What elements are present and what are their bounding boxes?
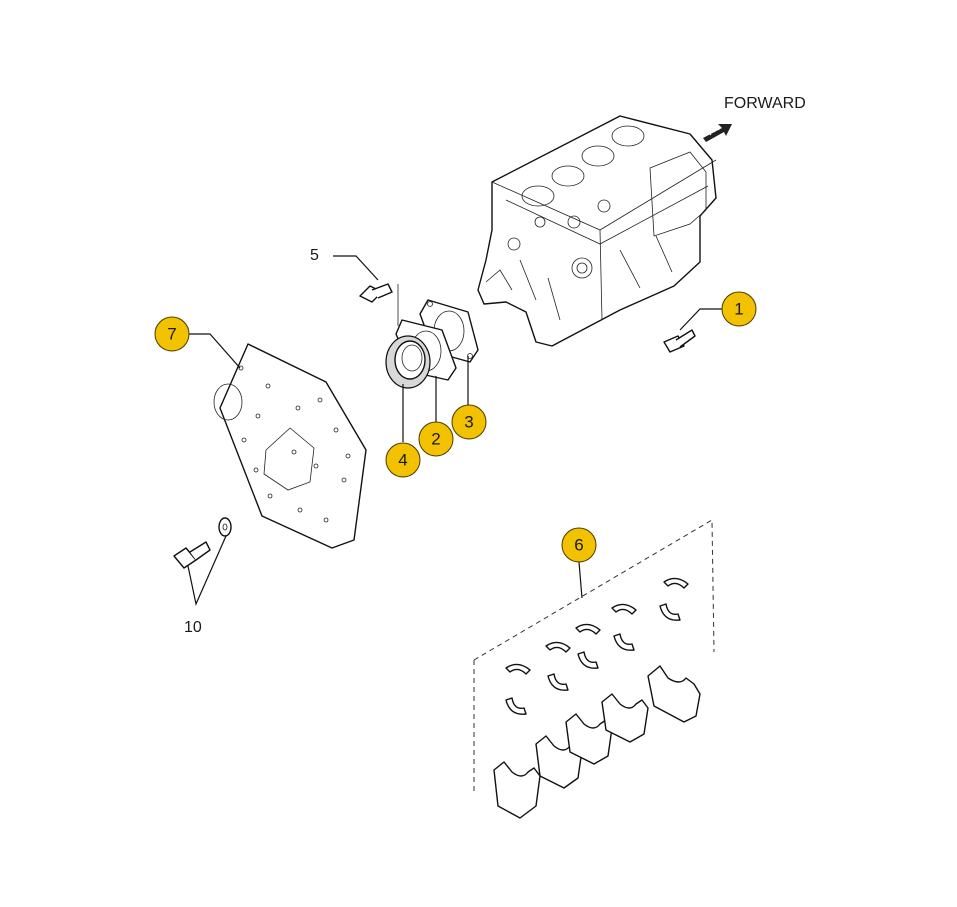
bolt-10 [173,541,211,569]
callout-7[interactable]: 7 [154,316,241,369]
svg-text:4: 4 [398,451,407,470]
bolt-5 [359,283,399,326]
bearing-shells [505,577,689,715]
bearing-caps [493,665,701,819]
callout-2[interactable]: 2 [418,376,454,457]
oil-seal [385,335,431,389]
bearing-set-frame [473,519,715,792]
callout-4[interactable]: 4 [385,384,421,478]
svg-text:7: 7 [167,325,176,344]
callout-10[interactable]: 10 [184,535,227,636]
svg-text:1: 1 [734,300,743,319]
bolt-1 [663,329,696,353]
callout-5[interactable]: 5 [310,247,379,281]
washer [218,517,232,537]
rear-plate [213,343,367,549]
engine-block [477,115,717,347]
forward-arrow-icon [703,124,732,142]
svg-text:2: 2 [431,430,440,449]
svg-text:6: 6 [574,536,583,555]
callout-1[interactable]: 1 [679,291,757,331]
svg-text:5: 5 [310,247,319,264]
callout-6[interactable]: 6 [561,527,597,599]
forward-label: FORWARD [724,95,806,112]
svg-text:10: 10 [184,619,202,636]
svg-text:3: 3 [464,413,473,432]
callout-3[interactable]: 3 [451,356,487,440]
